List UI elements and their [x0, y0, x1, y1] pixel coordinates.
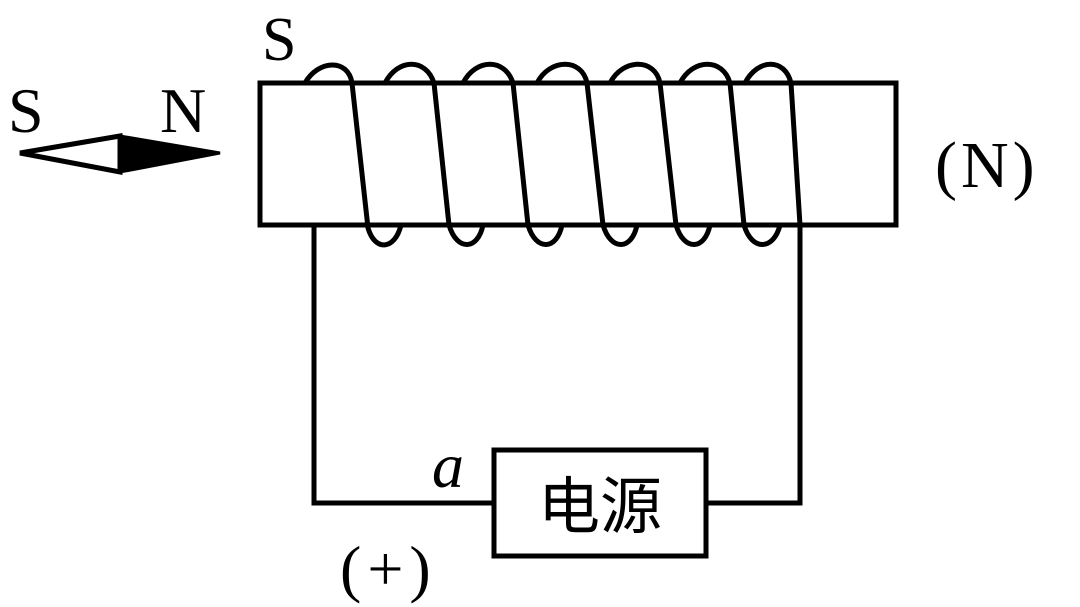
circuit-wires [311, 225, 803, 506]
coil [302, 61, 803, 248]
coil-turn [460, 61, 565, 247]
terminal-polarity-label: (+) [340, 533, 437, 604]
power-supply-label: 电源 [538, 474, 662, 542]
coil-turn [534, 61, 640, 247]
coil-turn [607, 61, 713, 247]
right-wire [706, 225, 803, 506]
coil-turn [302, 62, 404, 248]
solenoid-left-pole-label: S [262, 6, 296, 74]
compass-north-label: N [160, 75, 206, 146]
solenoid-right-pole-label: (N) [935, 129, 1039, 202]
compass-south-label: S [8, 75, 44, 146]
coil-turn [742, 61, 803, 228]
compass-needle [19, 133, 221, 176]
terminal-a-label: a [432, 430, 464, 501]
coil-turn [382, 61, 486, 247]
left-wire [311, 225, 494, 506]
power-supply-box [491, 447, 709, 559]
coil-turn [677, 61, 783, 247]
